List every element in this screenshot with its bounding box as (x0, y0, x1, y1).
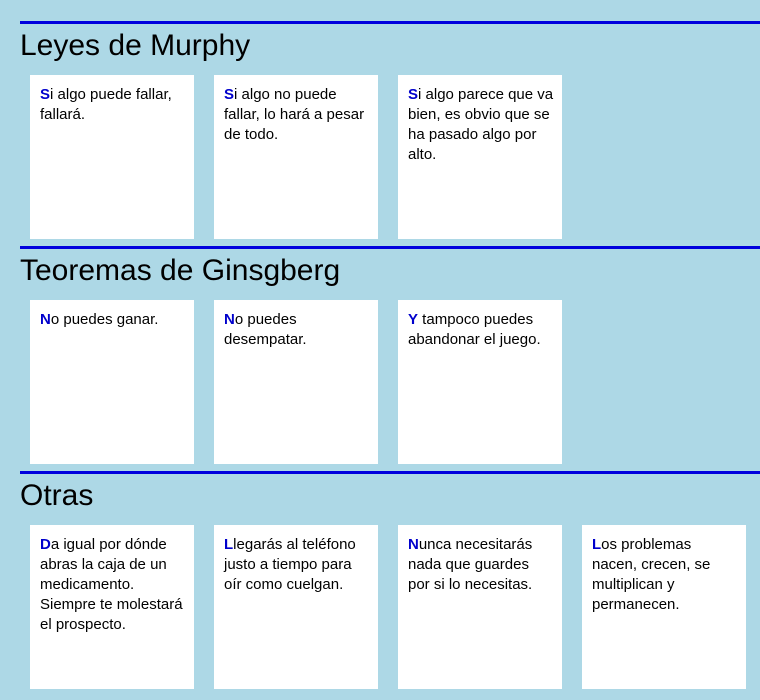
law-card: Y tampoco puedes abandonar el juego. (398, 300, 562, 464)
law-card: No puedes desempatar. (214, 300, 378, 464)
law-body: i algo no puede fallar, lo hará a pesar … (224, 86, 365, 143)
law-body: i algo parece que va bien, es obvio que … (408, 86, 554, 163)
law-initial: S (224, 86, 235, 103)
section-title: Otras (20, 479, 94, 512)
law-body: unca necesitarás nada que guardes por si… (408, 536, 533, 593)
law-card: Llegarás al teléfono justo a tiempo para… (214, 525, 378, 689)
law-text: Los problemas nacen, crecen, se multipli… (592, 535, 738, 615)
card-row: Da igual por dónde abras la caja de un m… (20, 525, 760, 689)
card-row: Si algo puede fallar, fallará. Si algo n… (20, 75, 760, 239)
section-title: Teoremas de Ginsgberg (20, 254, 341, 287)
law-card: Si algo no puede fallar, lo hará a pesar… (214, 75, 378, 239)
law-initial: Y (408, 311, 419, 328)
law-card: Si algo parece que va bien, es obvio que… (398, 75, 562, 239)
section-divider (20, 246, 760, 249)
law-initial: N (408, 536, 419, 553)
law-body: tampoco puedes abandonar el juego. (408, 311, 541, 348)
law-body: legarás al teléfono justo a tiempo para … (224, 536, 356, 593)
law-body: os problemas nacen, crecen, se multiplic… (592, 536, 711, 613)
section-divider (20, 21, 760, 24)
law-text: Nunca necesitarás nada que guardes por s… (408, 535, 554, 595)
law-body: o puedes ganar. (50, 311, 159, 328)
law-initial: L (224, 536, 234, 553)
law-text: Y tampoco puedes abandonar el juego. (408, 310, 554, 350)
law-body: o puedes desempatar. (224, 311, 307, 348)
section-divider (20, 471, 760, 474)
card-row: No puedes ganar. No puedes desempatar. Y… (20, 300, 760, 464)
law-card: No puedes ganar. (30, 300, 194, 464)
law-text: Si algo no puede fallar, lo hará a pesar… (224, 85, 370, 145)
section-murphy: Leyes de Murphy Si algo puede fallar, fa… (20, 21, 760, 239)
law-initial: L (592, 536, 602, 553)
law-card: Nunca necesitarás nada que guardes por s… (398, 525, 562, 689)
law-body: a igual por dónde abras la caja de un me… (40, 536, 183, 633)
law-text: No puedes desempatar. (224, 310, 370, 350)
section-ginsberg: Teoremas de Ginsgberg No puedes ganar. N… (20, 246, 760, 464)
law-text: No puedes ganar. (40, 310, 186, 330)
law-text: Llegarás al teléfono justo a tiempo para… (224, 535, 370, 595)
law-initial: N (40, 311, 51, 328)
law-initial: D (40, 536, 51, 553)
law-body: i algo puede fallar, fallará. (40, 86, 172, 123)
law-card: Da igual por dónde abras la caja de un m… (30, 525, 194, 689)
law-initial: S (40, 86, 51, 103)
law-initial: N (224, 311, 235, 328)
law-card: Los problemas nacen, crecen, se multipli… (582, 525, 746, 689)
law-initial: S (408, 86, 419, 103)
section-title: Leyes de Murphy (20, 29, 251, 62)
law-card: Si algo puede fallar, fallará. (30, 75, 194, 239)
law-text: Da igual por dónde abras la caja de un m… (40, 535, 186, 635)
section-otras: Otras Da igual por dónde abras la caja d… (20, 471, 760, 689)
law-text: Si algo parece que va bien, es obvio que… (408, 85, 554, 165)
law-text: Si algo puede fallar, fallará. (40, 85, 186, 125)
